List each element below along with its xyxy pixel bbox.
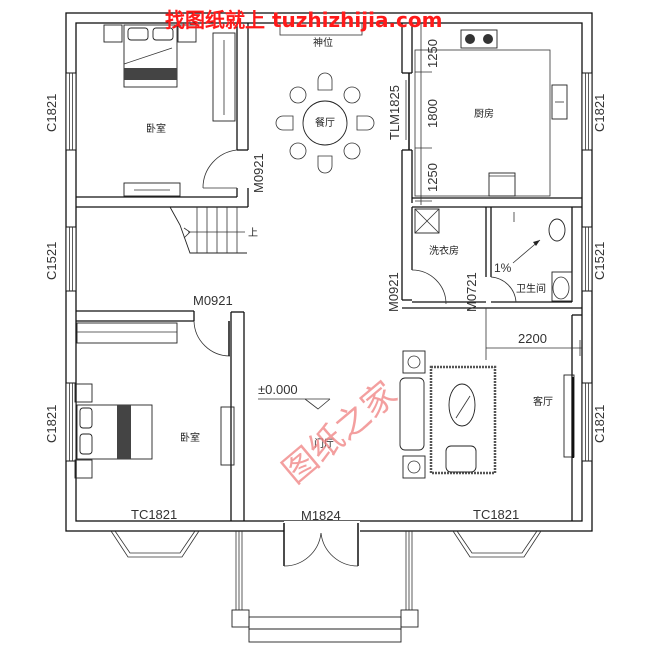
room-label-shrine: 神位 — [313, 36, 333, 49]
right-windows — [581, 72, 593, 462]
door-label-bedroom-bottom: M0921 — [193, 293, 233, 308]
elevation-marker — [258, 398, 331, 410]
stairs-icon — [169, 206, 247, 254]
dimension-kitchen-top: 1250 — [425, 39, 440, 68]
left-windows — [65, 72, 77, 462]
room-label-living: 客厅 — [533, 395, 553, 408]
toilet-icon — [548, 218, 566, 242]
door-label-laundry: M0921 — [386, 272, 401, 312]
window-label-left-top: C1821 — [44, 94, 59, 132]
window-label-bay-left: TC1821 — [131, 507, 177, 522]
dining-table-icon — [275, 72, 375, 174]
window-label-left-mid: C1521 — [44, 242, 59, 280]
door-bedroom-top — [202, 149, 238, 189]
bed-bottom-icon — [74, 383, 153, 479]
door-label-entrance: M1824 — [301, 508, 341, 523]
door-label-bathroom: M0721 — [464, 272, 479, 312]
dimension-living-width: 2200 — [518, 331, 547, 346]
elevation-label: ±0.000 — [258, 382, 298, 397]
window-label-right-bottom: C1821 — [592, 405, 607, 443]
bay-window-left — [110, 530, 200, 558]
washer-icon — [414, 208, 440, 234]
sofa-set-icon — [399, 350, 497, 479]
room-label-kitchen: 厨房 — [474, 107, 494, 120]
door-label-bedroom-top: M0921 — [251, 153, 266, 193]
interior-walls — [76, 23, 582, 521]
tv-cabinet-top-icon — [123, 182, 181, 197]
shrine-cabinet — [279, 22, 363, 36]
room-label-bedroom-top: 卧室 — [146, 122, 166, 135]
room-label-laundry: 洗衣房 — [429, 244, 459, 257]
stairs-up-label: 上 — [248, 227, 258, 239]
room-label-foyer: 门厅 — [314, 437, 334, 450]
stove-icon — [460, 29, 498, 49]
bay-window-right — [452, 530, 542, 558]
dimension-kitchen-mid: 1800 — [425, 99, 440, 128]
window-label-right-top: C1821 — [592, 94, 607, 132]
dimension-kitchen-bottom: 1250 — [425, 163, 440, 192]
door-label-kitchen-sliding: TLM1825 — [387, 85, 402, 140]
room-label-bedroom-bottom: 卧室 — [180, 431, 200, 444]
slope-label: 1% — [494, 261, 512, 275]
window-label-left-bottom: C1821 — [44, 405, 59, 443]
tv-cabinet-bottom-icon — [220, 406, 235, 466]
kitchen-dimension-line — [415, 23, 432, 205]
window-label-right-mid: C1521 — [592, 242, 607, 280]
floor-drain-arrow — [512, 212, 541, 264]
entrance-porch — [231, 521, 419, 643]
tv-cabinet-living-icon — [563, 374, 575, 458]
door-laundry — [411, 269, 447, 305]
wardrobe-bottom-icon — [76, 322, 178, 344]
door-bedroom-bottom — [193, 320, 231, 357]
living-dimension-line — [485, 308, 582, 360]
door-bathroom — [490, 276, 517, 303]
sliding-door-kitchen — [405, 73, 410, 150]
wardrobe-top-icon — [212, 32, 236, 122]
room-label-bathroom: 卫生间 — [516, 282, 546, 295]
kitchen-counter — [414, 49, 568, 197]
room-label-dining: 餐厅 — [315, 116, 335, 129]
sink-icon — [551, 271, 573, 302]
bed-top-icon — [103, 24, 197, 88]
watermark-top: 找图纸就上 tuzhizhijia.com — [165, 8, 442, 32]
window-label-bay-right: TC1821 — [473, 507, 519, 522]
